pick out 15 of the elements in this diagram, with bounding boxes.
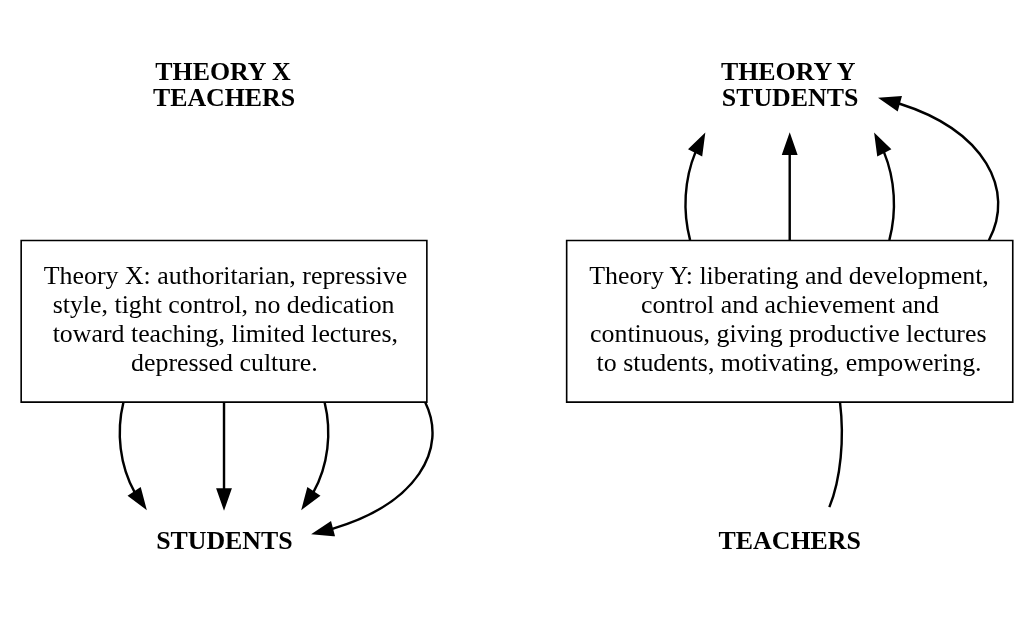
label: THEORY X TEACHERS [152,56,296,112]
arrow [878,95,1000,241]
arrow [311,401,434,536]
connector [828,401,843,508]
arrow [874,132,896,240]
node-box: Theory X: authoritarian, repressive style, tight control, no dedication toward teaching, limited lectures, depressed culture. [20,239,428,403]
arrow [781,131,798,240]
node-text: THEORY Y STUDENTS [721,56,859,112]
node-box: Theory Y: liberating and development, control and achievement and continuous, giving productive lectures to students, motivating, empowering. [565,239,1014,403]
node-text: TEACHERS [718,525,861,555]
node-text: STUDENTS [156,525,293,555]
arrow [684,132,706,240]
arrow [301,401,330,510]
arrow [216,401,232,511]
arrow [118,401,147,510]
